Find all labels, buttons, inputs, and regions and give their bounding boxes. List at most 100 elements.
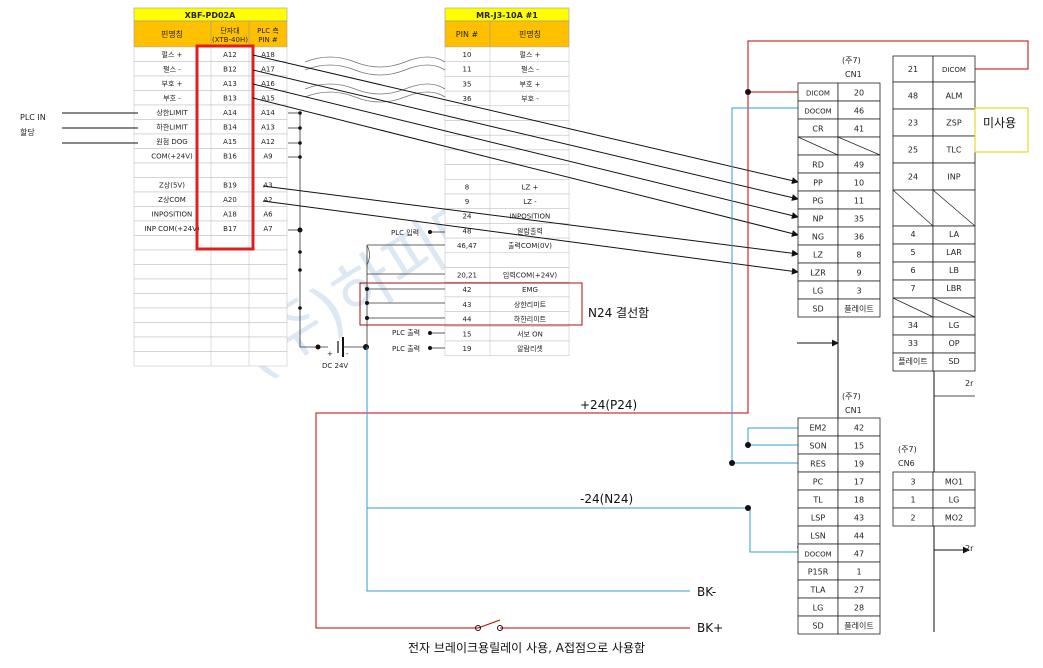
drive-cell-pin: 8 xyxy=(465,183,469,191)
plc-cell-name: 원점 DOG xyxy=(156,137,187,146)
plc-header-pin-1: PLC 측 xyxy=(257,26,279,35)
cn1-top-label-a: NG xyxy=(812,233,824,242)
cn1-bottom-label-a: DOCOM xyxy=(804,551,831,559)
cn1-bottom-label-a: LSN xyxy=(810,532,826,541)
plc-cell-pin: A7 xyxy=(263,225,272,233)
drive-cell-name: 서보 ON xyxy=(517,329,543,338)
cn1-top-label-b: 41 xyxy=(854,125,864,134)
plc-cell-pin: A14 xyxy=(261,109,275,117)
cn1-bottom-label-a: SD xyxy=(812,622,823,631)
cn1-bottom-label-b: 18 xyxy=(854,496,864,505)
cn1-top-label-a: PP xyxy=(813,179,823,188)
cn1-right-label-a: 24 xyxy=(908,173,918,182)
cn1-right-label-a: 21 xyxy=(908,65,918,74)
drive-cell-pin: 20,21 xyxy=(457,272,477,280)
drive-cell-pin: 35 xyxy=(463,80,472,88)
drive-row xyxy=(444,105,570,121)
drive-com-wiring xyxy=(365,244,445,347)
cn1-right-cell-b xyxy=(932,81,976,110)
plc-cell-pin: A3 xyxy=(263,182,272,190)
plc-cell-pin: A17 xyxy=(261,66,275,74)
drive-cell-pin: 36 xyxy=(463,95,472,103)
plc-cell-name: Z상(5V) xyxy=(159,181,185,190)
dc-minus: - xyxy=(346,350,349,358)
cn6-label-b: MO1 xyxy=(945,478,963,487)
plc-in-label: PLC IN xyxy=(20,113,46,122)
drive-cell-name: 부호 + xyxy=(520,80,541,88)
cn1-right-cell-b xyxy=(932,352,976,372)
drive-cell-name: 펄스 + xyxy=(520,51,541,59)
cn1-top-label-b: 9 xyxy=(856,269,861,278)
plc-cell-name: 부호 - xyxy=(163,95,181,103)
cn1-top-label-b: 49 xyxy=(854,161,864,170)
cn1-top-label-a: SD xyxy=(812,305,823,314)
plc-cell-terminal: A18 xyxy=(223,211,237,219)
plc-cell-pin: A15 xyxy=(261,95,275,103)
cn1-top-label-a: LG xyxy=(813,287,824,296)
cn1-top-cell-b xyxy=(837,298,881,318)
cn1-right-label-a: 6 xyxy=(910,266,915,275)
plc-cell-terminal: A15 xyxy=(223,138,237,146)
cn1-right-cell-a xyxy=(892,135,934,164)
cn6-label-b: MO2 xyxy=(945,514,963,523)
drive-cell-pin: 10 xyxy=(463,51,472,59)
cn1-bottom-label-b: 1 xyxy=(856,568,861,577)
cn1-top-label-b: 8 xyxy=(856,251,861,260)
cn1-right-label-a: 5 xyxy=(910,248,915,257)
plc-cell-pin: A12 xyxy=(261,138,275,146)
dc-24v-source: + - DC 24V xyxy=(315,337,369,370)
n24-label: -24(N24) xyxy=(580,492,633,506)
cn6-name: CN6 xyxy=(898,459,915,468)
plc-cell-pin: A16 xyxy=(261,80,275,88)
plc-row xyxy=(133,162,288,178)
plc-header-terminal-2: (XTB-40H) xyxy=(212,36,248,44)
red-wire-dicom xyxy=(315,40,1029,631)
drive-cell-name: 입력COM(+24V) xyxy=(503,272,558,280)
cn1-bottom-label-a: TL xyxy=(812,496,823,505)
plc-cell-terminal: B17 xyxy=(223,225,237,233)
cn1-bottom-label-b: 42 xyxy=(854,424,864,433)
plc-cell-pin: A18 xyxy=(261,51,275,59)
cn1-right-label-a: 34 xyxy=(908,321,918,330)
drive-header-name: 핀명칭 xyxy=(519,29,541,39)
cn1-top-label-a: DOCOM xyxy=(804,108,831,116)
cn1-top-label-a: DICOM xyxy=(806,90,830,98)
drive-cell-name: INPOSITION xyxy=(510,213,551,221)
cn6-note: (주7) xyxy=(898,445,917,454)
cn1-bottom-label-a: SON xyxy=(809,442,826,451)
plc-cell-name: 펄스 - xyxy=(163,66,181,74)
cn1-right-cell-a xyxy=(892,55,934,83)
cn1-right-cell-b xyxy=(932,135,976,164)
cn1-bottom-label-b: 43 xyxy=(854,514,864,523)
plc-input-label: PLC 입력 xyxy=(391,229,419,237)
drive-row xyxy=(444,252,570,268)
drive-cell-pin: 11 xyxy=(463,66,472,74)
cn1-bottom-note: (주7) xyxy=(842,392,861,401)
drive-cell-pin: 44 xyxy=(463,316,472,324)
cn1-top-label-b: 플레이트 xyxy=(844,304,873,314)
cn1-right-label-b: INP xyxy=(947,173,960,182)
cn1-right-label-b: TLC xyxy=(946,146,962,155)
plc-row xyxy=(133,336,288,352)
assign-label: 할당 xyxy=(20,127,35,137)
plc-cell-name: 하한LIMIT xyxy=(156,123,188,132)
dc-plus: + xyxy=(327,350,333,358)
plc-table-title: XBF-PD02A xyxy=(185,11,236,20)
wave-2 xyxy=(304,64,446,76)
cn1-top-label-b: 3 xyxy=(856,287,861,296)
cn1-bottom-label-b: 27 xyxy=(854,586,864,595)
drive-cell-name: 상한리미트 xyxy=(514,300,547,309)
unused-label: 미사용 xyxy=(983,116,1016,130)
highlight-box-terminal xyxy=(195,44,255,251)
plc-cell-name: 부호 + xyxy=(162,80,183,88)
plc-row xyxy=(133,293,288,309)
plc-header-name: 핀명칭 xyxy=(161,29,183,39)
cn1-top-label-a: LZ xyxy=(813,251,823,260)
plc-cell-name: Z상COM xyxy=(158,195,186,204)
drive-cell-pin: 48 xyxy=(463,227,472,235)
cn1-right-label-b: ZSP xyxy=(946,119,962,128)
bk-minus-label: BK- xyxy=(697,585,716,599)
